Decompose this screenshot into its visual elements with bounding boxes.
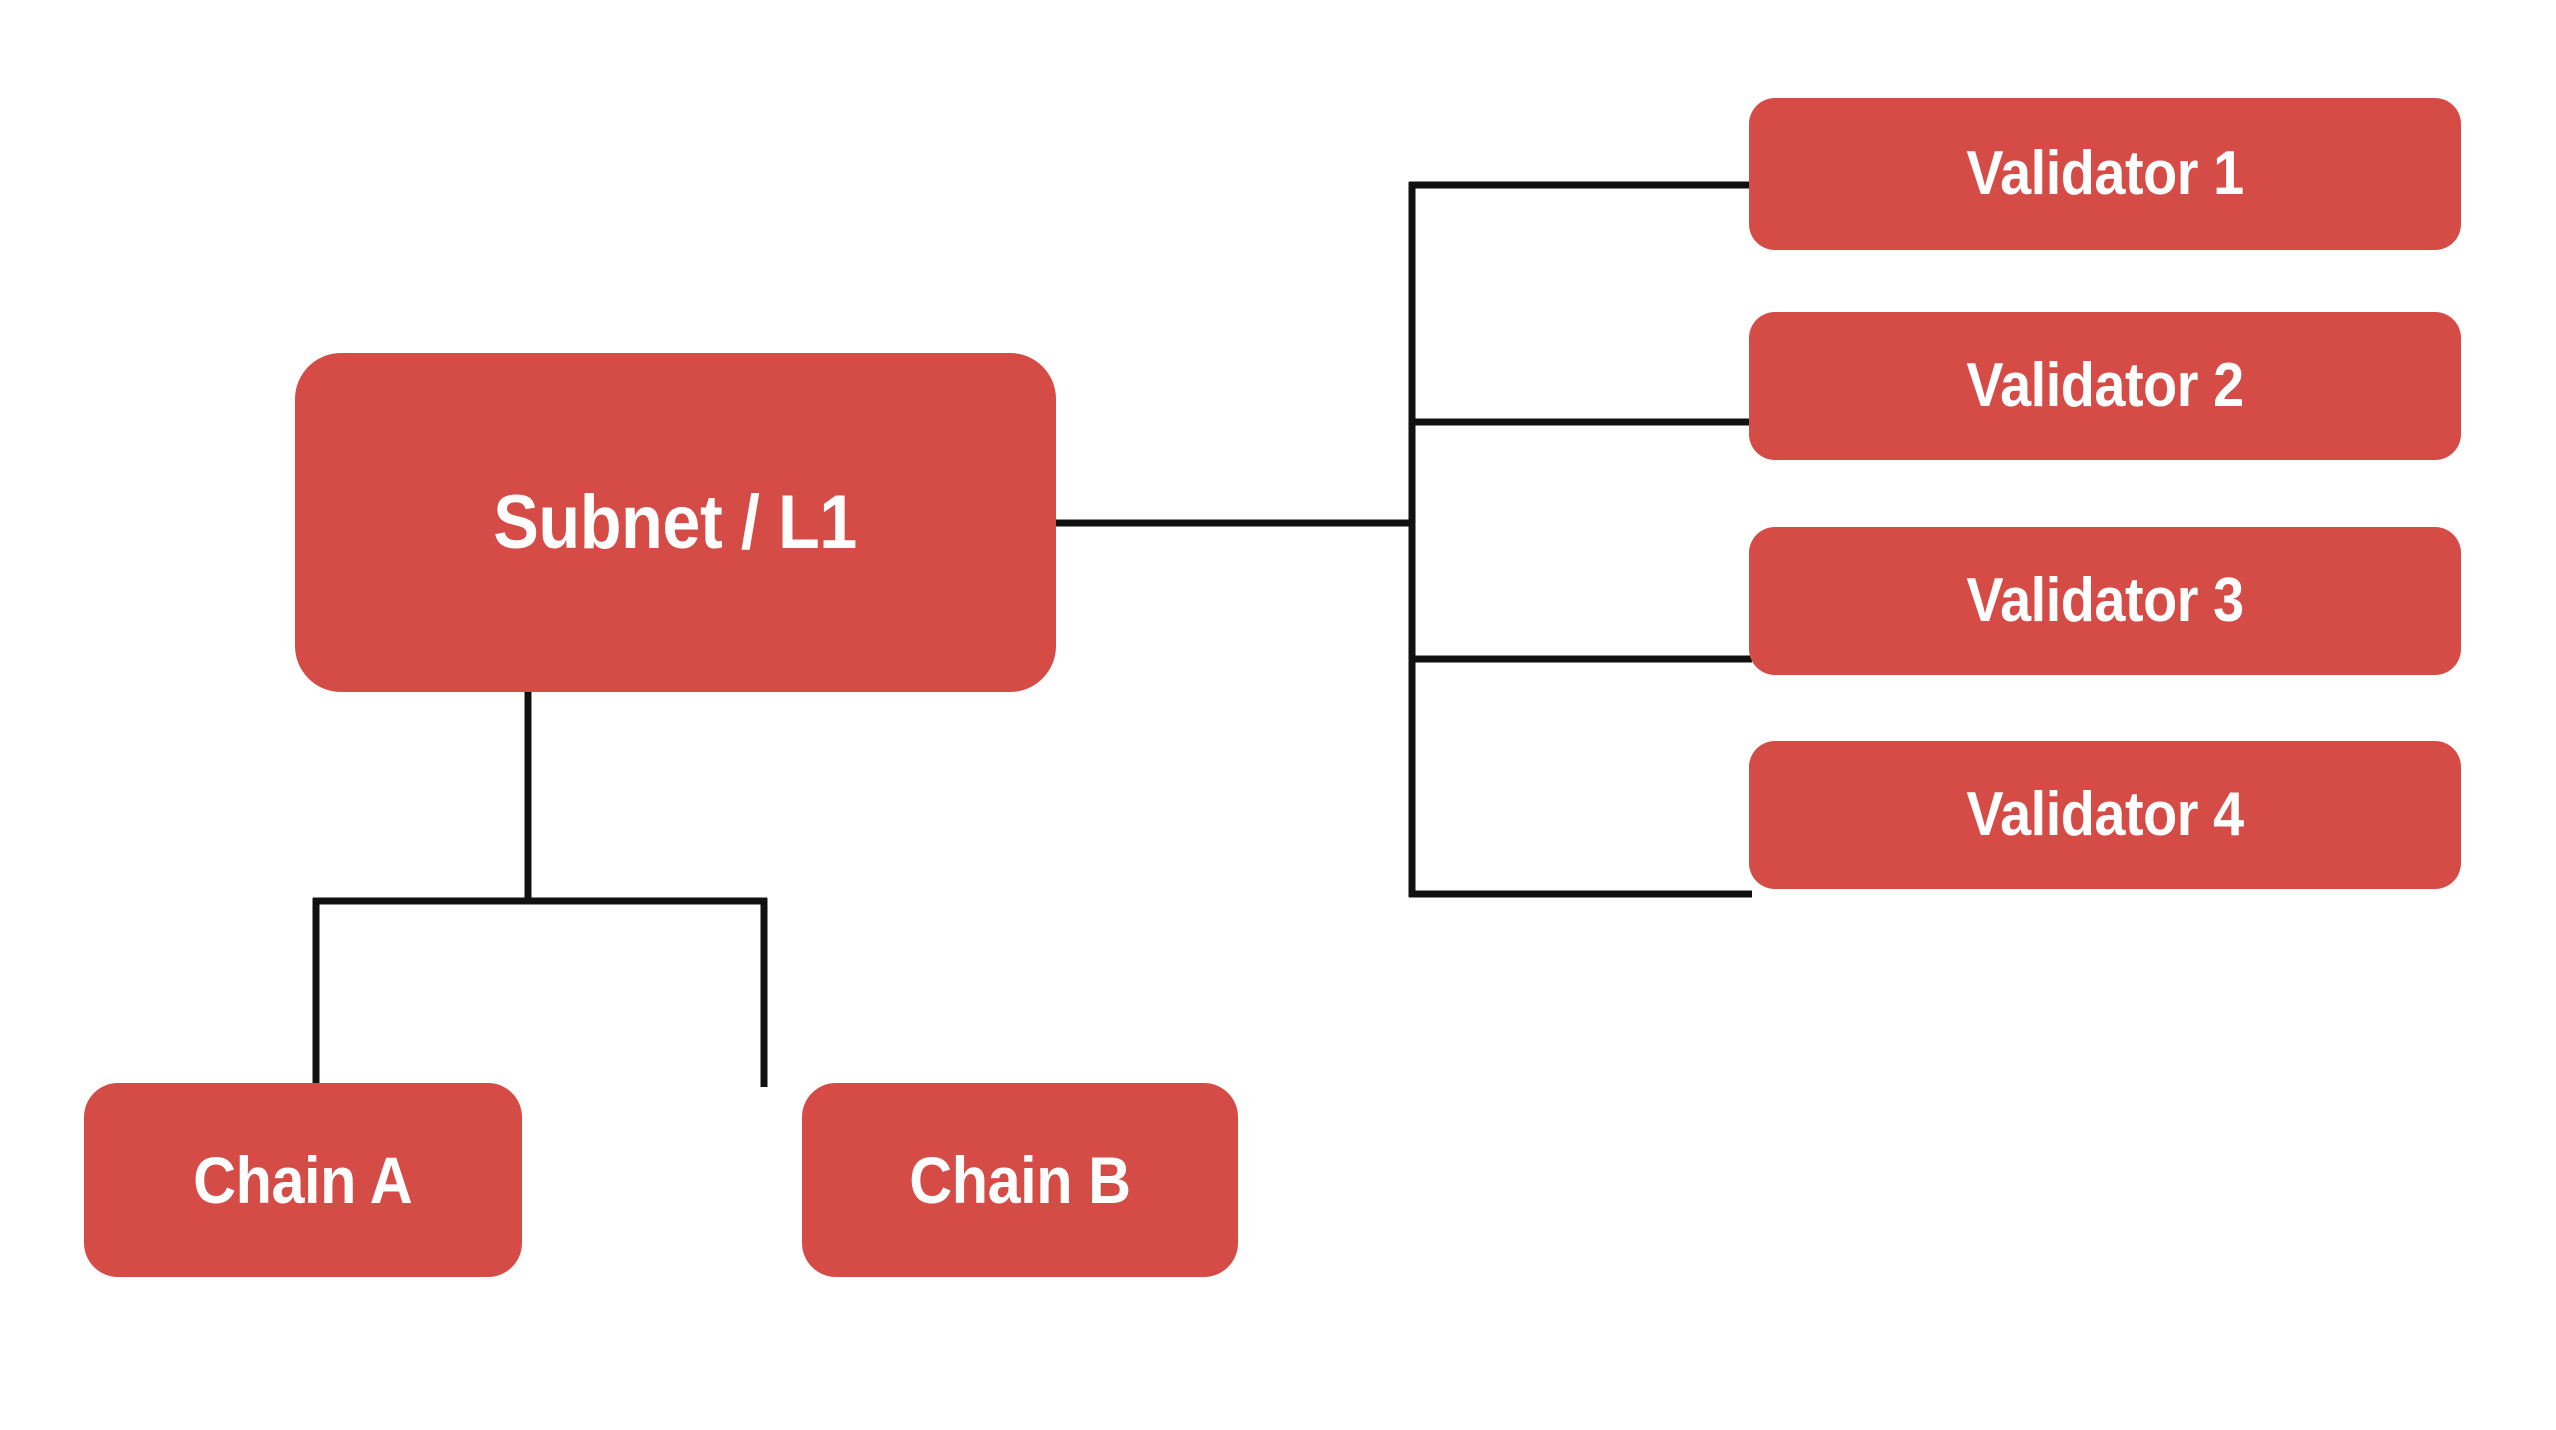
- node-validator-3[interactable]: Validator 3: [1749, 527, 2461, 675]
- node-validator-3-label: Validator 3: [1966, 566, 2244, 635]
- validator-edge-group: [1052, 181, 1752, 898]
- node-validator-4-label: Validator 4: [1966, 780, 2244, 849]
- node-subnet-l1[interactable]: Subnet / L1: [295, 353, 1056, 692]
- chain-edge-group: [312, 688, 768, 1087]
- node-chain-b[interactable]: Chain B: [802, 1083, 1238, 1277]
- node-validator-2[interactable]: Validator 2: [1749, 312, 2461, 460]
- node-validator-1-label: Validator 1: [1966, 139, 2244, 208]
- node-chain-b-label: Chain B: [909, 1143, 1131, 1217]
- node-chain-a[interactable]: Chain A: [84, 1083, 522, 1277]
- node-subnet-l1-label: Subnet / L1: [493, 479, 858, 565]
- node-validator-2-label: Validator 2: [1966, 351, 2244, 420]
- node-chain-a-label: Chain A: [193, 1143, 413, 1217]
- node-validator-4[interactable]: Validator 4: [1749, 741, 2461, 889]
- node-validator-1[interactable]: Validator 1: [1749, 98, 2461, 250]
